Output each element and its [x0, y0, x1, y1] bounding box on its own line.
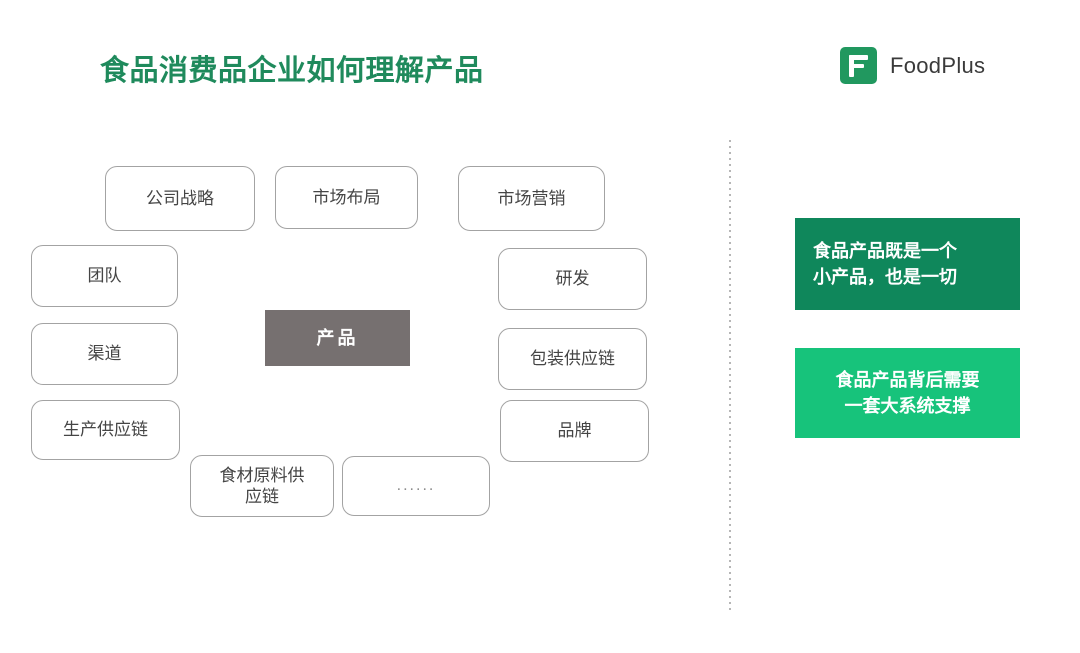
- diagram-node: 研发: [498, 248, 647, 310]
- logo-top-bar-shape: [849, 55, 868, 60]
- foodplus-f-logo-icon: [840, 47, 877, 84]
- callout-system-support: 食品产品背后需要 一套大系统支撑: [795, 348, 1020, 438]
- brand-name-label: FoodPlus: [890, 52, 986, 78]
- brand-lockup: FoodPlus: [840, 47, 985, 84]
- page-title: 食品消费品企业如何理解产品: [100, 55, 484, 87]
- diagram-node: 团队: [31, 245, 178, 307]
- diagram-node: ......: [342, 456, 490, 516]
- diagram-node: 生产供应链: [31, 400, 180, 460]
- diagram-node: 公司战略: [105, 166, 255, 231]
- diagram-node: 市场营销: [458, 166, 605, 231]
- diagram-node: 市场布局: [275, 166, 418, 229]
- diagram-node: 食材原料供 应链: [190, 455, 334, 517]
- callout-product-is-everything: 食品产品既是一个 小产品，也是一切: [795, 218, 1020, 310]
- diagram-center-node-product: 产品: [265, 310, 410, 366]
- diagram-node: 品牌: [500, 400, 649, 462]
- vertical-dotted-divider: [729, 140, 731, 612]
- diagram-node: 渠道: [31, 323, 178, 385]
- logo-mid-bar-shape: [849, 64, 864, 68]
- diagram-node: 包装供应链: [498, 328, 647, 390]
